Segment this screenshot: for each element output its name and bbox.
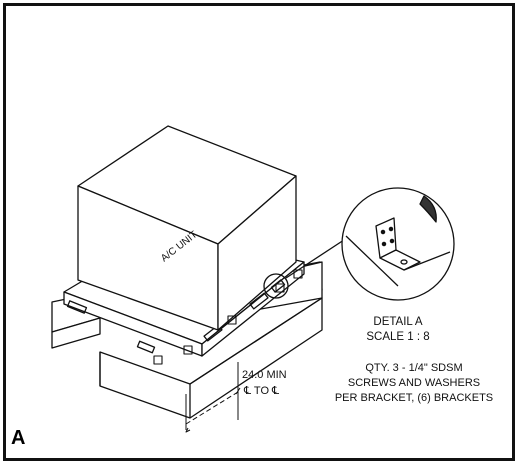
dimension-value: 24.0 MIN (242, 369, 287, 381)
detail-title: DETAIL A (373, 316, 423, 328)
ac-unit-box (77, 125, 297, 331)
fastener-note-line-3: PER BRACKET, (6) BRACKETS (335, 392, 493, 404)
fastener-note-line-1: QTY. 3 - 1/4" SDSM (365, 362, 462, 374)
bottom-skid (99, 297, 323, 419)
panel-letter: A (11, 427, 26, 449)
dimension-lines (185, 362, 241, 433)
dimension-reference: ℄ TO ℄ (243, 385, 279, 397)
brackets (153, 269, 303, 365)
fastener-note-line-2: SCREWS AND WASHERS (348, 377, 480, 389)
detail-a-view (341, 187, 455, 301)
detail-leader (285, 235, 351, 279)
detail-scale: SCALE 1 : 8 (366, 331, 429, 343)
detail-callout-circle (263, 273, 289, 299)
